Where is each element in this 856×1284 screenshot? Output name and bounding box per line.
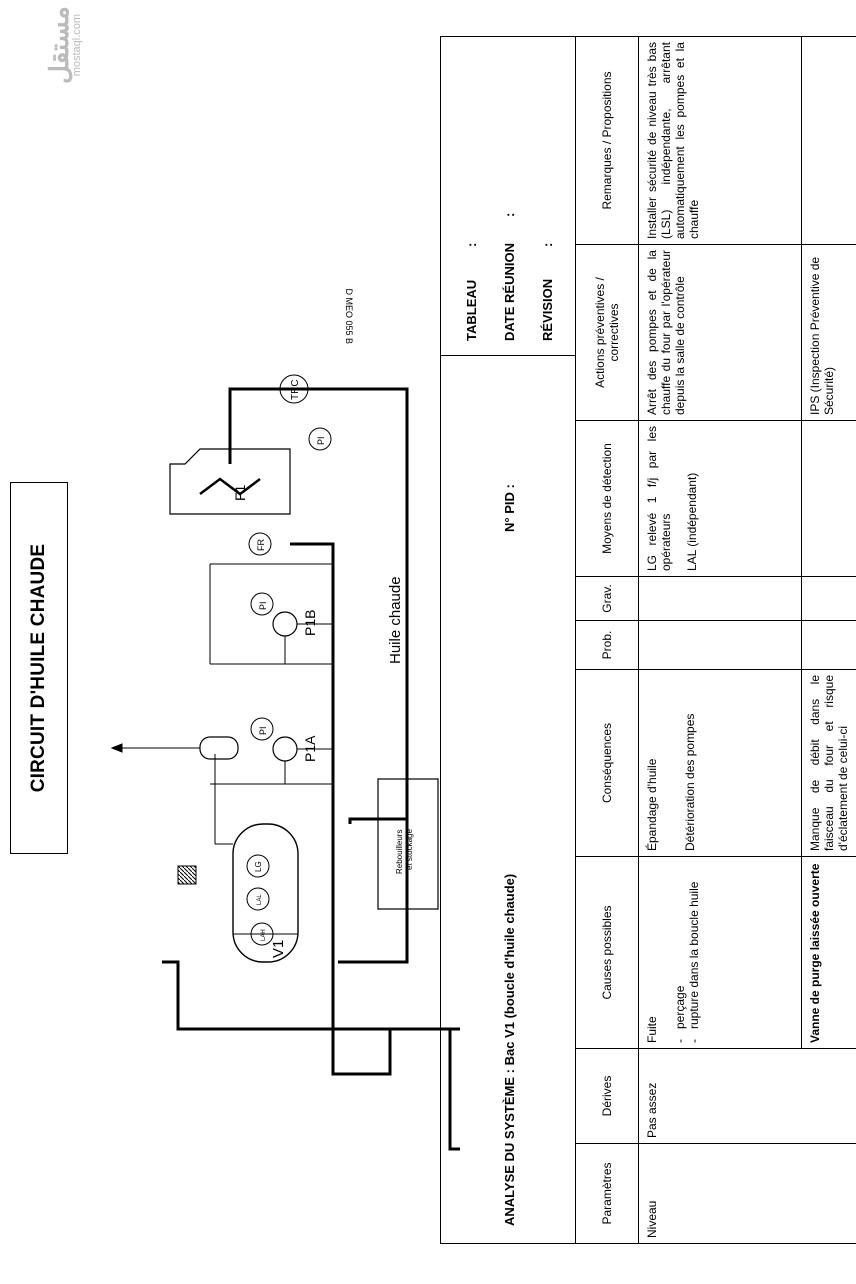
pid-number: N° PID : — [502, 484, 517, 532]
to-storage — [338, 819, 409, 964]
header-actions: Actions préventives / correctives — [575, 244, 639, 421]
revision-colon: : — [540, 242, 555, 247]
process-diagram: V1 LAH LAL LG P1A P1B PI PI FR F1 PI TRC… — [110, 374, 460, 1191]
hazop-table: Paramètres Dérives Causes possibles Cons… — [575, 36, 856, 1244]
return-line — [162, 960, 460, 1191]
fr-instrument — [248, 532, 272, 556]
storage-box — [377, 778, 439, 910]
label-lah: LAH — [261, 929, 267, 941]
cell-detection-2 — [801, 420, 856, 577]
consequence-2: Détérioration des pompes — [683, 713, 697, 851]
header-consequences: Conséquences — [575, 669, 639, 857]
header-remarques: Remarques / Propositions — [575, 36, 639, 245]
lah-instrument — [250, 922, 274, 946]
flame-arrestor — [177, 865, 197, 885]
cell-consequences-1: Épandage d'huile Détérioration des pompe… — [638, 669, 802, 857]
label-p1a: P1A — [302, 735, 318, 762]
pi-p1a — [250, 717, 274, 741]
header-parametres: Paramètres — [575, 1143, 639, 1244]
table-row: Niveau Pas assez Fuite -perçage -rupture… — [638, 36, 856, 1244]
tableau-colon: : — [464, 242, 479, 247]
tank-v1 — [232, 823, 299, 963]
cell-consequences-2: Manque de débit dans le faisceau du four… — [801, 669, 856, 857]
label-v1: V1 — [270, 940, 287, 958]
label-lg: LG — [254, 861, 263, 872]
cell-actions-1: Arrêt des pompes et de la chauffe du fou… — [638, 244, 802, 421]
cell-remarques-1: Installer sécurité de niveau très bas (L… — [638, 36, 802, 245]
date-colon: : — [502, 212, 517, 217]
cell-remarques-2 — [801, 36, 856, 245]
label-hot-oil: Huile chaude — [387, 576, 404, 664]
cell-causes-2: Vanne de purge laissée ouverte — [801, 856, 856, 1049]
watermark: مستقل mostaql.com — [44, 6, 83, 84]
cell-causes-1: Fuite -perçage -rupture dans la boucle h… — [638, 856, 802, 1049]
pump-p1a — [272, 736, 298, 762]
trc-instrument — [279, 374, 309, 404]
consequence-3: Manque de débit dans le faisceau du four… — [808, 675, 850, 851]
lg-instrument — [246, 854, 270, 878]
cause-fuite: Fuite — [645, 1016, 659, 1043]
discharge-line — [331, 784, 450, 1076]
cause-bullet-1: -perçage — [673, 985, 687, 1043]
action-1: Arrêt des pompes et de la chauffe du fou… — [645, 250, 687, 415]
remark-1: Installer sécurité de niveau très bas (L… — [645, 42, 701, 239]
filter-vessel — [199, 736, 239, 760]
drawing-reference: D MEO 055 B — [344, 288, 354, 344]
action-2: IPS (Inspection Préventive de Sécurité) — [808, 256, 836, 415]
label-pi-a: PI — [258, 726, 268, 735]
cell-grav-2 — [801, 576, 856, 621]
cell-prob-1 — [638, 620, 802, 670]
furnace-f1 — [169, 448, 291, 515]
label-lal: LAL — [257, 894, 263, 905]
detection-1: LG relevé 1 f/j par les opérateurs — [645, 426, 673, 571]
label-fr: FR — [256, 539, 266, 551]
hot-oil-return — [228, 387, 409, 824]
label-p1b: P1B — [302, 610, 318, 636]
label-pi-b: PI — [258, 601, 268, 610]
pi-p1b — [250, 592, 274, 616]
label-f1: F1 — [232, 484, 248, 501]
header-derives: Dérives — [575, 1048, 639, 1144]
header-causes: Causes possibles — [575, 856, 639, 1049]
cell-derive: Pas assez — [638, 1048, 856, 1144]
cause-bullet-2: -rupture dans la boucle huile — [687, 881, 701, 1043]
meta-block: TABLEAU DATE RÉUNION RÉVISION : : : — [440, 37, 575, 356]
watermark-latin: mostaql.com — [71, 13, 83, 77]
header-detection: Moyens de détection — [575, 420, 639, 577]
label-pi-furnace: PI — [316, 436, 326, 445]
lal-instrument — [246, 887, 270, 911]
furnace-inlet — [290, 542, 335, 784]
label-storage-2: et stockage — [405, 829, 414, 870]
label-storage-1: Rebouilleurs — [395, 830, 404, 874]
info-header: ANALYSE DU SYSTÈME : Bac V1 (boucle d'hu… — [440, 0, 576, 1284]
consequence-1: Épandage d'huile — [645, 758, 659, 851]
header-prob: Prob. — [575, 620, 639, 670]
cell-prob-2 — [801, 620, 856, 670]
cell-parametre: Niveau — [638, 1143, 856, 1244]
detection-2: LAL (indépendant) — [685, 472, 699, 571]
system-analysis: ANALYSE DU SYSTÈME : Bac V1 (boucle d'hu… — [502, 873, 517, 1226]
pump-p1b — [272, 611, 298, 637]
revision-label: RÉVISION — [540, 278, 555, 341]
tableau-label: TABLEAU — [464, 279, 479, 341]
label-trc: TRC — [290, 379, 301, 400]
vent-arrow — [110, 743, 123, 753]
date-reunion-label: DATE RÉUNION — [502, 243, 517, 341]
cause-vanne-purge: Vanne de purge laissée ouverte — [808, 863, 822, 1043]
cell-actions-2: IPS (Inspection Préventive de Sécurité) — [801, 244, 856, 421]
cell-detection-1: LG relevé 1 f/j par les opérateurs LAL (… — [638, 420, 802, 577]
cell-grav-1 — [638, 576, 802, 621]
header-grav: Grav. — [575, 576, 639, 621]
pi-furnace — [308, 427, 332, 451]
table-header-row: Paramètres Dérives Causes possibles Cons… — [575, 36, 639, 1244]
